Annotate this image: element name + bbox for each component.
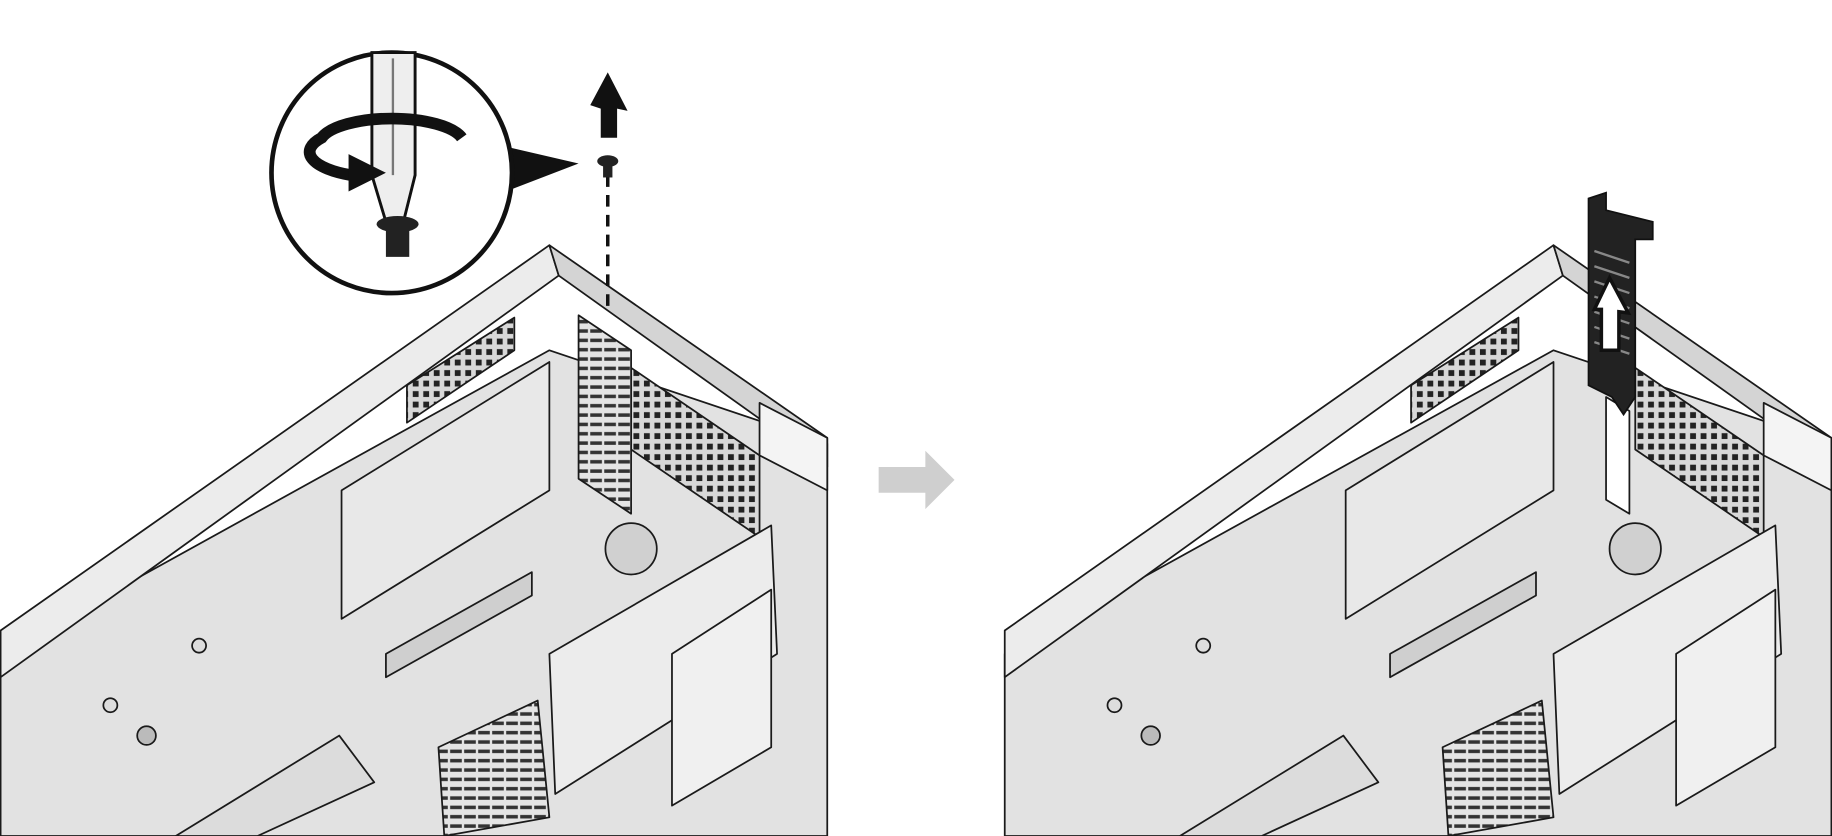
right-arrow-icon <box>878 450 955 510</box>
callout-pointer <box>502 145 579 193</box>
standoff <box>102 697 119 714</box>
screw-icon <box>376 216 419 257</box>
dimm-slots <box>174 734 376 836</box>
mesh-panel-left <box>406 316 516 424</box>
second-card <box>671 588 773 807</box>
battery <box>1608 522 1662 576</box>
pcie-slot <box>385 571 533 679</box>
screwdriver-icon <box>370 51 417 224</box>
battery <box>604 522 658 576</box>
rotate-icon <box>303 112 467 181</box>
empty-slot-opening <box>1605 396 1631 515</box>
magnifier-callout <box>269 50 579 296</box>
standoff <box>136 725 157 746</box>
up-arrow-icon <box>1591 274 1632 353</box>
heatsink <box>1441 699 1555 836</box>
standoff <box>191 637 207 654</box>
standoff <box>1106 697 1123 714</box>
up-arrow-icon <box>590 72 628 138</box>
pcie-slot-bracket <box>577 314 632 515</box>
second-card <box>1675 588 1777 807</box>
chassis <box>1003 244 1832 836</box>
chassis-right-tab <box>758 401 829 492</box>
heatsink <box>437 699 551 836</box>
step1-panel <box>0 50 829 836</box>
standoff <box>1140 725 1161 746</box>
internal-card <box>548 524 778 795</box>
chassis-right-tab <box>1762 401 1832 492</box>
screw-icon <box>597 155 619 178</box>
mesh-panel-left <box>1410 316 1520 424</box>
chassis <box>0 244 829 836</box>
step2-panel <box>1003 191 1832 836</box>
pcie-slot <box>1389 571 1537 679</box>
riser-card <box>1344 361 1555 620</box>
riser-card <box>340 361 551 620</box>
dimm-slots <box>1179 734 1380 836</box>
rotate-arrowhead <box>348 154 386 192</box>
internal-card <box>1552 524 1783 795</box>
standoff <box>1195 637 1212 654</box>
